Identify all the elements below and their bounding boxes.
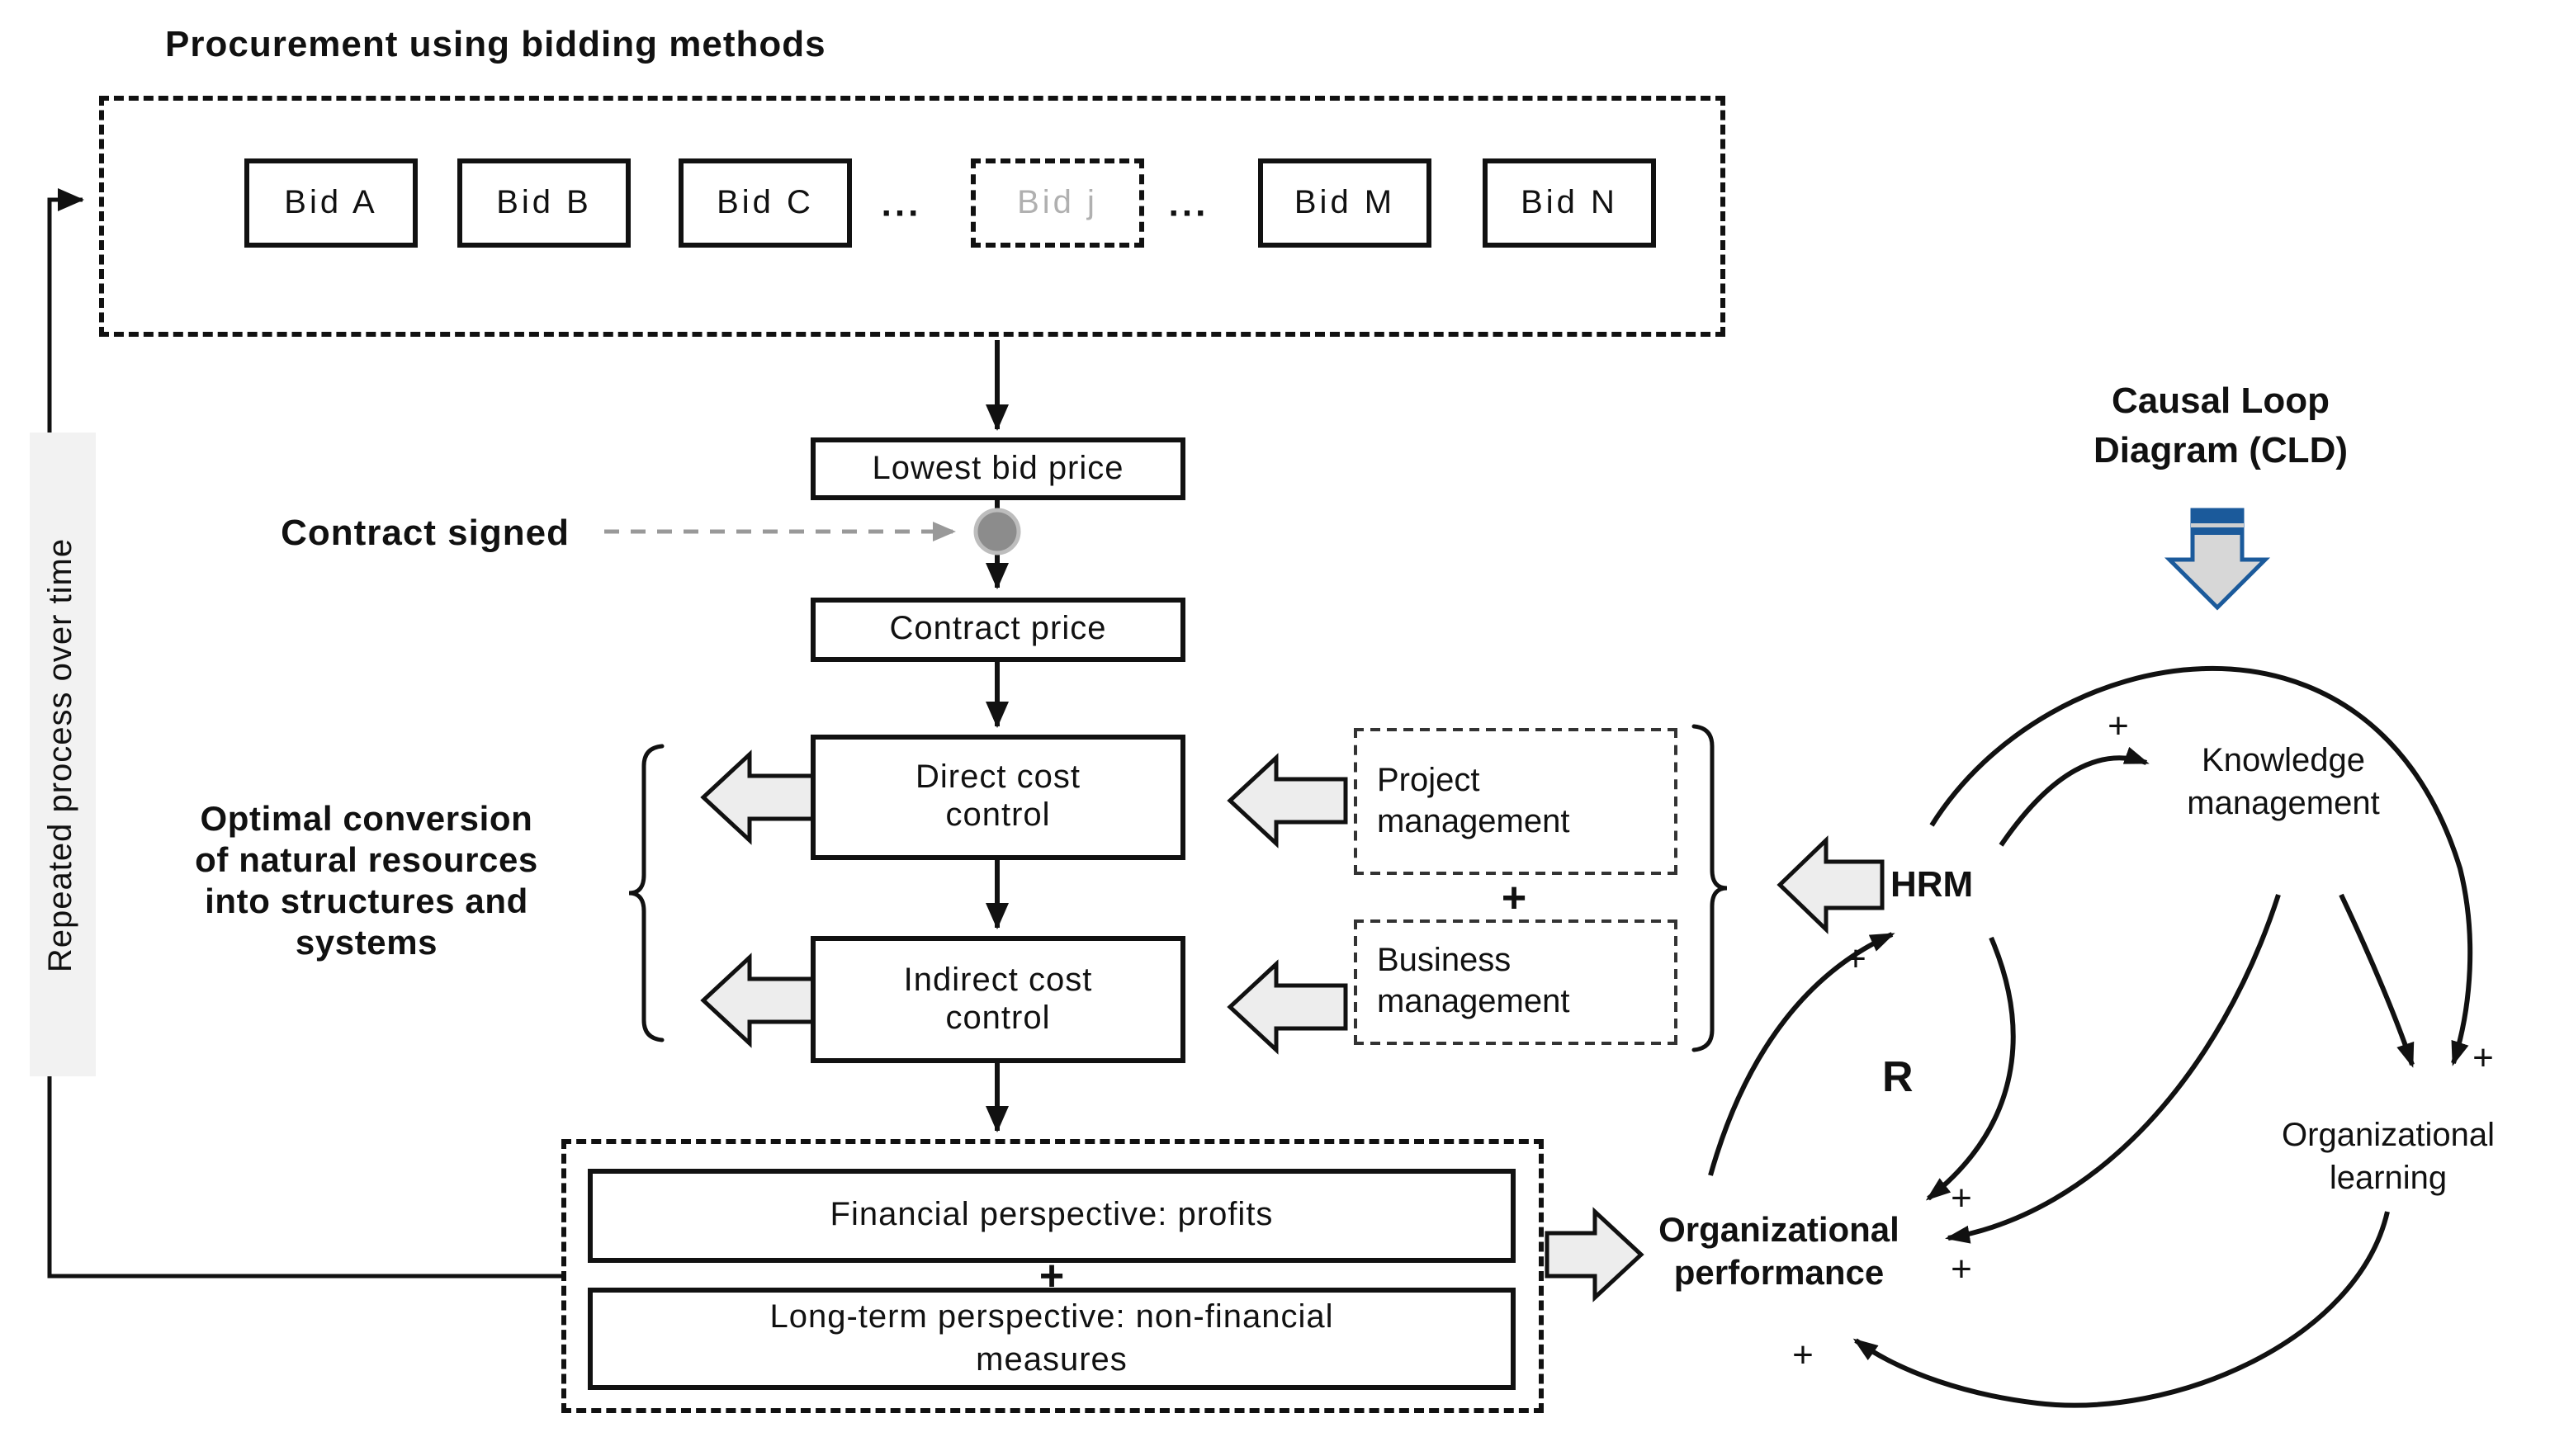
cld-curve-hrm-to-knowledge — [1999, 746, 2150, 847]
plus-outer-to-learning: + — [2472, 1037, 2494, 1078]
plus-learning-to-performance: + — [1792, 1334, 1814, 1375]
right-brace — [1691, 724, 1728, 1052]
knowledge-management-node: Knowledge management — [2187, 743, 2380, 822]
direct-cost-control-box: Direct cost control — [811, 735, 1185, 860]
financial-perspective-box: Financial perspective: profits — [588, 1169, 1516, 1263]
reinforcing-loop-label: R — [1882, 1052, 1914, 1101]
bid-m-box: Bid M — [1258, 158, 1431, 248]
repeated-process-strip: Repeated process over time — [30, 433, 96, 1076]
management-plus: + — [1501, 872, 1527, 922]
hrm-label: HRM — [1890, 863, 1974, 905]
bid-b-box: Bid B — [457, 158, 631, 248]
bids-ellipsis-left: ... — [881, 182, 922, 225]
bid-a-box: Bid A — [244, 158, 418, 248]
optimal-conversion-label: Optimal conversion of natural resources … — [195, 801, 538, 962]
cld-curve-knowledge-to-learning — [2339, 893, 2415, 1068]
cld-pointer-arrow-cap — [2191, 508, 2244, 535]
plus-knowledge-to-performance: + — [1951, 1248, 1972, 1289]
page-title: Procurement using bidding methods — [165, 23, 826, 64]
cld-curve-hrm-to-learning-outer — [1929, 665, 2473, 1066]
bid-c-box: Bid C — [679, 158, 852, 248]
indirect-cost-control-box: Indirect cost control — [811, 936, 1185, 1063]
left-brace — [628, 744, 665, 1042]
block-arrow-hrm-to-management — [1776, 835, 1885, 934]
organizational-performance-node: Organizational performance — [1658, 1212, 1899, 1293]
bidding-frame — [99, 96, 1725, 337]
repeated-process-label: Repeated process over time — [44, 537, 81, 972]
plus-performance-to-hrm: + — [1845, 938, 1866, 979]
feedback-loop-line — [47, 188, 561, 1279]
cld-title: Causal Loop Diagram (CLD) — [2093, 380, 2348, 470]
block-arrow-outcomes-to-performance — [1545, 1207, 1644, 1302]
plus-hrm-to-knowledge: + — [2108, 705, 2129, 746]
cld-pointer-arrow-stripe — [2191, 523, 2244, 527]
bid-j-box: Bid j — [971, 158, 1144, 248]
cld-curve-learning-to-performance — [1852, 1211, 2390, 1408]
bid-n-box: Bid N — [1483, 158, 1656, 248]
cld-curve-performance-to-hrm — [1708, 932, 1895, 1176]
contract-price-box: Contract price — [811, 598, 1185, 662]
plus-hrm-to-performance: + — [1951, 1177, 1972, 1218]
cld-curve-hrm-to-performance — [1925, 936, 2016, 1201]
organizational-learning-node: Organizational learning — [2282, 1118, 2495, 1197]
contract-signed-node — [973, 508, 1021, 555]
long-term-perspective-box: Long-term perspective: non-financial mea… — [588, 1288, 1516, 1390]
contract-signed-label: Contract signed — [281, 512, 570, 553]
lowest-bid-price-box: Lowest bid price — [811, 437, 1185, 500]
block-arrow-business-to-indirect — [1227, 959, 1348, 1055]
project-management-box: Project management — [1354, 728, 1677, 875]
business-management-box: Business management — [1354, 919, 1677, 1045]
block-arrow-project-to-direct — [1227, 753, 1348, 849]
bids-ellipsis-right: ... — [1168, 182, 1209, 225]
cld-curve-knowledge-to-performance — [1945, 894, 2281, 1244]
outcomes-frame — [561, 1139, 1544, 1413]
